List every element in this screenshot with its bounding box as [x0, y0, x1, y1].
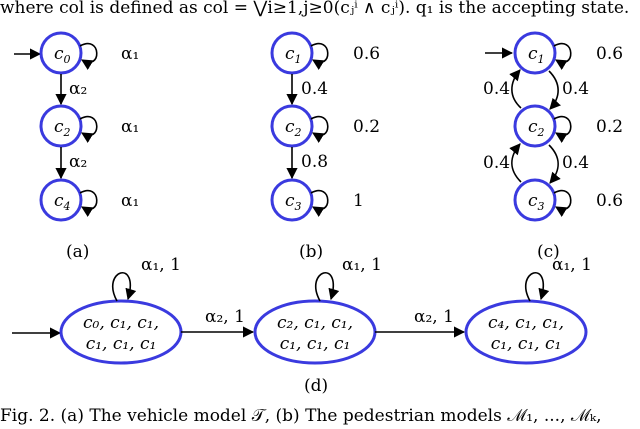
state-d-1-line1: c₂, c₁, c₁,	[277, 313, 353, 333]
state-b-c1-label: c1	[285, 44, 302, 66]
state-b-c2-label: c2	[285, 117, 302, 139]
edge-label-b-0: 0.4	[301, 79, 328, 99]
caption-top-line: where col is defined as col = ⋁i≥1,j≥0(c…	[0, 0, 630, 18]
state-d-2-line1: c₄, c₁, c₁,	[488, 313, 564, 333]
caption-a: (a)	[66, 242, 89, 262]
edge-label-c-3: 0.4	[562, 153, 589, 173]
state-c-c2-label: c2	[528, 117, 545, 139]
self-loop-label-c-1: 0.2	[596, 117, 623, 137]
state-c-c2	[513, 104, 557, 148]
self-loop-label-b-1: 0.2	[353, 117, 380, 137]
self-loop-c-1	[553, 116, 572, 143]
state-d-2	[464, 299, 588, 365]
state-b-c1	[270, 31, 314, 75]
self-loop-a-0	[79, 43, 98, 70]
state-c-c1	[513, 31, 557, 75]
self-loop-a-2	[79, 190, 98, 217]
self-loop-label-d-2: α₁, 1	[552, 255, 592, 275]
caption-d: (d)	[304, 376, 328, 396]
caption-c: (c)	[537, 242, 560, 262]
state-a-c4	[39, 178, 83, 222]
state-c-c3-label: c3	[528, 191, 545, 213]
edge-c-c1-to-c2	[548, 70, 561, 110]
diagram-c: c1 c2 c3 0.6 0.2 0.6 0.4 0.4 0.4 0.4 (c)	[483, 31, 623, 262]
self-loop-d-1	[314, 271, 340, 302]
state-c-c1-label: c1	[528, 44, 545, 66]
edge-c-c2-to-c1	[509, 69, 522, 109]
self-loop-a-1	[79, 116, 98, 143]
state-c-c3	[513, 178, 557, 222]
self-loop-d-2	[524, 271, 550, 302]
diagram-a: c0 c2 c4 α₁ α₁ α₁ α₂ α₂ (a)	[14, 31, 139, 262]
edge-label-c-1: 0.4	[562, 79, 589, 99]
edge-c-c3-to-c2	[509, 143, 522, 183]
self-loop-c-0	[553, 43, 572, 70]
state-a-c0-label: c0	[54, 44, 71, 66]
state-d-0-line2: c₁, c₁, c₁	[86, 334, 157, 354]
caption-bottom-line: Fig. 2. (a) The vehicle model 𝒯, (b) The…	[0, 406, 602, 426]
edge-label-c-0: 0.4	[483, 79, 510, 99]
self-loop-label-a-0: α₁	[121, 44, 139, 64]
self-loop-d-0	[111, 271, 137, 302]
edge-label-d-0: α₂, 1	[205, 307, 245, 327]
self-loop-b-1	[310, 116, 329, 143]
edge-label-b-1: 0.8	[301, 152, 328, 172]
state-b-c2	[270, 104, 314, 148]
self-loop-label-a-2: α₁	[121, 191, 139, 211]
self-loop-c-2	[553, 190, 572, 217]
edge-label-a-0: α₂	[69, 79, 87, 99]
self-loop-label-b-0: 0.6	[353, 44, 380, 64]
edge-label-d-1: α₂, 1	[414, 307, 454, 327]
edge-label-a-1: α₂	[69, 152, 87, 172]
state-a-c4-label: c4	[54, 191, 71, 213]
state-a-c2-label: c2	[54, 117, 71, 139]
self-loop-label-c-2: 0.6	[596, 191, 623, 211]
self-loop-label-d-1: α₁, 1	[342, 255, 382, 275]
self-loop-label-b-2: 1	[353, 191, 364, 211]
state-d-2-line2: c₁, c₁, c₁	[491, 334, 562, 354]
self-loop-label-a-1: α₁	[121, 117, 139, 137]
diagram-d: c₀, c₁, c₁, c₁, c₁, c₁ c₂, c₁, c₁, c₁, c…	[12, 255, 592, 396]
self-loop-label-d-0: α₁, 1	[141, 255, 181, 275]
state-b-c3	[270, 178, 314, 222]
state-a-c0	[39, 31, 83, 75]
state-b-c3-label: c3	[285, 191, 302, 213]
state-a-c2	[39, 104, 83, 148]
diagram-b: c1 c2 c3 0.6 0.2 1 0.4 0.8 (b)	[270, 31, 380, 262]
self-loop-b-0	[310, 43, 329, 70]
self-loop-label-c-0: 0.6	[596, 44, 623, 64]
edge-label-c-2: 0.4	[483, 153, 510, 173]
edge-c-c2-to-c3	[548, 144, 561, 184]
state-d-1-line2: c₁, c₁, c₁	[280, 334, 351, 354]
state-d-0-line1: c₀, c₁, c₁,	[83, 313, 159, 333]
caption-b: (b)	[299, 242, 323, 262]
self-loop-b-2	[310, 190, 329, 217]
